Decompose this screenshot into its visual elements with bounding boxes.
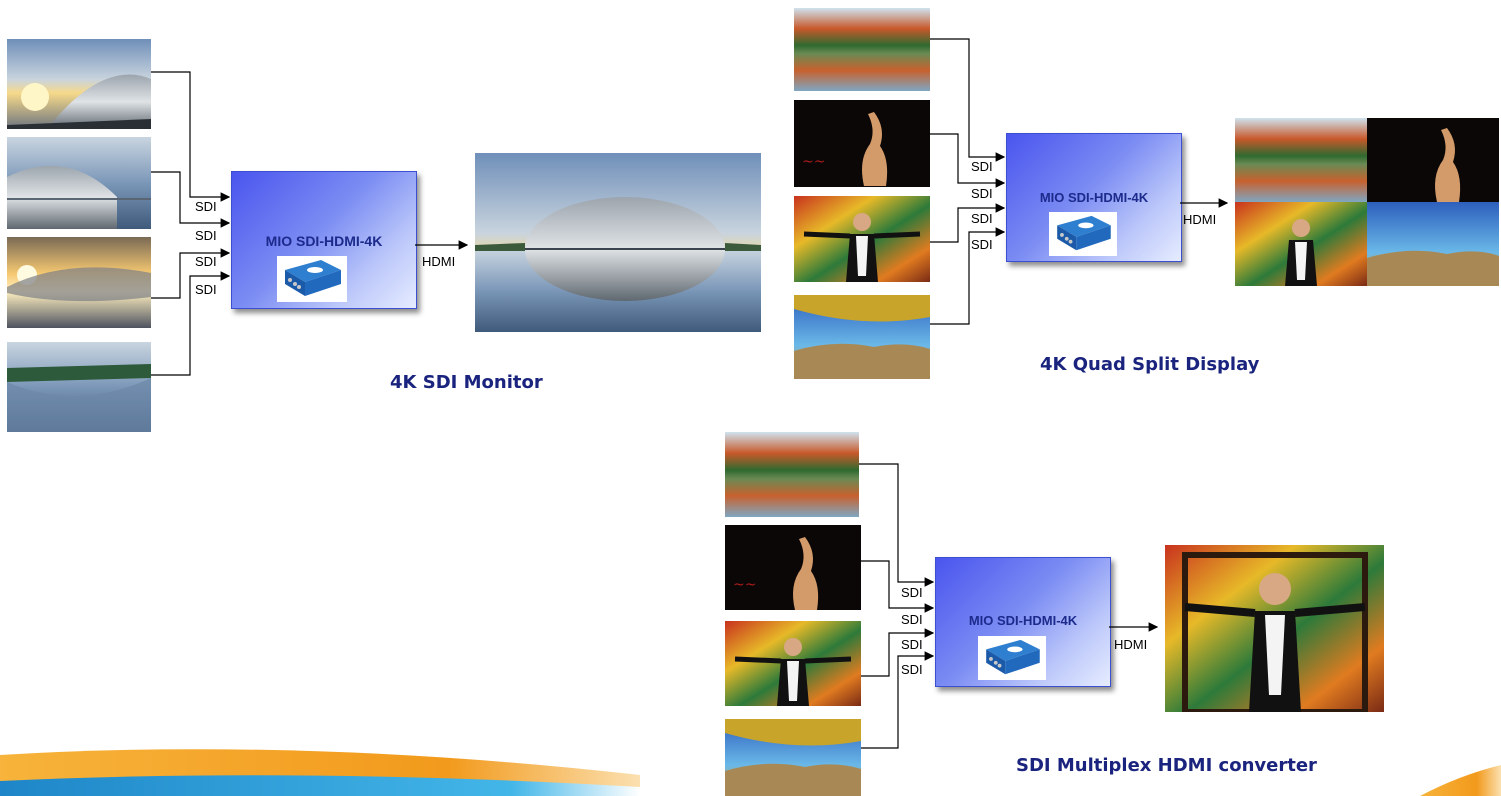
sdi-input-label-3: SDI	[901, 637, 923, 652]
hdmi-output-label: HDMI	[1114, 637, 1148, 652]
sdi-input-label-2: SDI	[901, 612, 923, 627]
device-label: MIO SDI-HDMI-4K	[1039, 190, 1149, 205]
quad-canyon	[1367, 202, 1499, 286]
dancer-thumbnail: ~~	[725, 525, 861, 610]
quad-split-output-display	[1235, 118, 1499, 286]
sdi-input-label-2: SDI	[195, 228, 217, 243]
svg-text:~~: ~~	[802, 154, 825, 170]
caption: 4K Quad Split Display	[1040, 354, 1260, 375]
sdi-input-label-4: SDI	[901, 662, 923, 677]
sdi-input-label-4: SDI	[195, 282, 217, 297]
sdi-input-label-3: SDI	[195, 254, 217, 269]
sdi-input-label-3: SDI	[971, 211, 993, 226]
sdi-input-label-1: SDI	[195, 199, 217, 214]
converter-device-icon	[277, 256, 347, 302]
canyon-landscape-thumbnail	[794, 295, 930, 379]
opera-house-dawn-thumbnail	[7, 39, 151, 129]
caption: 4K SDI Monitor	[390, 372, 543, 393]
autumn-forest-thumbnail	[725, 432, 859, 517]
converter-device-icon	[978, 636, 1046, 680]
decorative-swoosh	[0, 749, 1501, 796]
converter-device-icon	[1049, 212, 1117, 256]
device-label: MIO SDI-HDMI-4K	[968, 613, 1078, 628]
opera-house-output-display	[475, 153, 761, 332]
autumn-forest-thumbnail	[794, 8, 930, 91]
hdmi-output-label: HDMI	[1183, 212, 1217, 227]
opera-house-sunset-thumbnail	[7, 237, 151, 328]
mio-converter-box: MIO SDI-HDMI-4K	[231, 171, 417, 309]
canyon-landscape-thumbnail	[725, 719, 861, 796]
quad-performer	[1235, 202, 1367, 286]
quad-dancer	[1367, 118, 1499, 202]
mio-converter-box: MIO SDI-HDMI-4K	[1006, 133, 1182, 262]
stained-glass-performer-thumbnail	[794, 196, 930, 282]
mio-converter-box: MIO SDI-HDMI-4K	[935, 557, 1111, 687]
dancer-thumbnail: ~~	[794, 100, 930, 187]
svg-text:~~: ~~	[733, 577, 756, 593]
performer-output-display	[1165, 545, 1384, 712]
sdi-input-label-4: SDI	[971, 237, 993, 252]
opera-house-day-thumbnail	[7, 137, 151, 229]
sdi-input-label-2: SDI	[971, 186, 993, 201]
device-label: MIO SDI-HDMI-4K	[265, 233, 383, 249]
hdmi-output-label: HDMI	[422, 254, 456, 269]
sdi-input-label-1: SDI	[901, 585, 923, 600]
caption: SDI Multiplex HDMI converter	[1016, 755, 1317, 776]
quad-autumn-forest	[1235, 118, 1367, 202]
sdi-input-label-1: SDI	[971, 159, 993, 174]
opera-house-reflection-thumbnail	[7, 342, 151, 432]
stained-glass-performer-thumbnail	[725, 621, 861, 706]
